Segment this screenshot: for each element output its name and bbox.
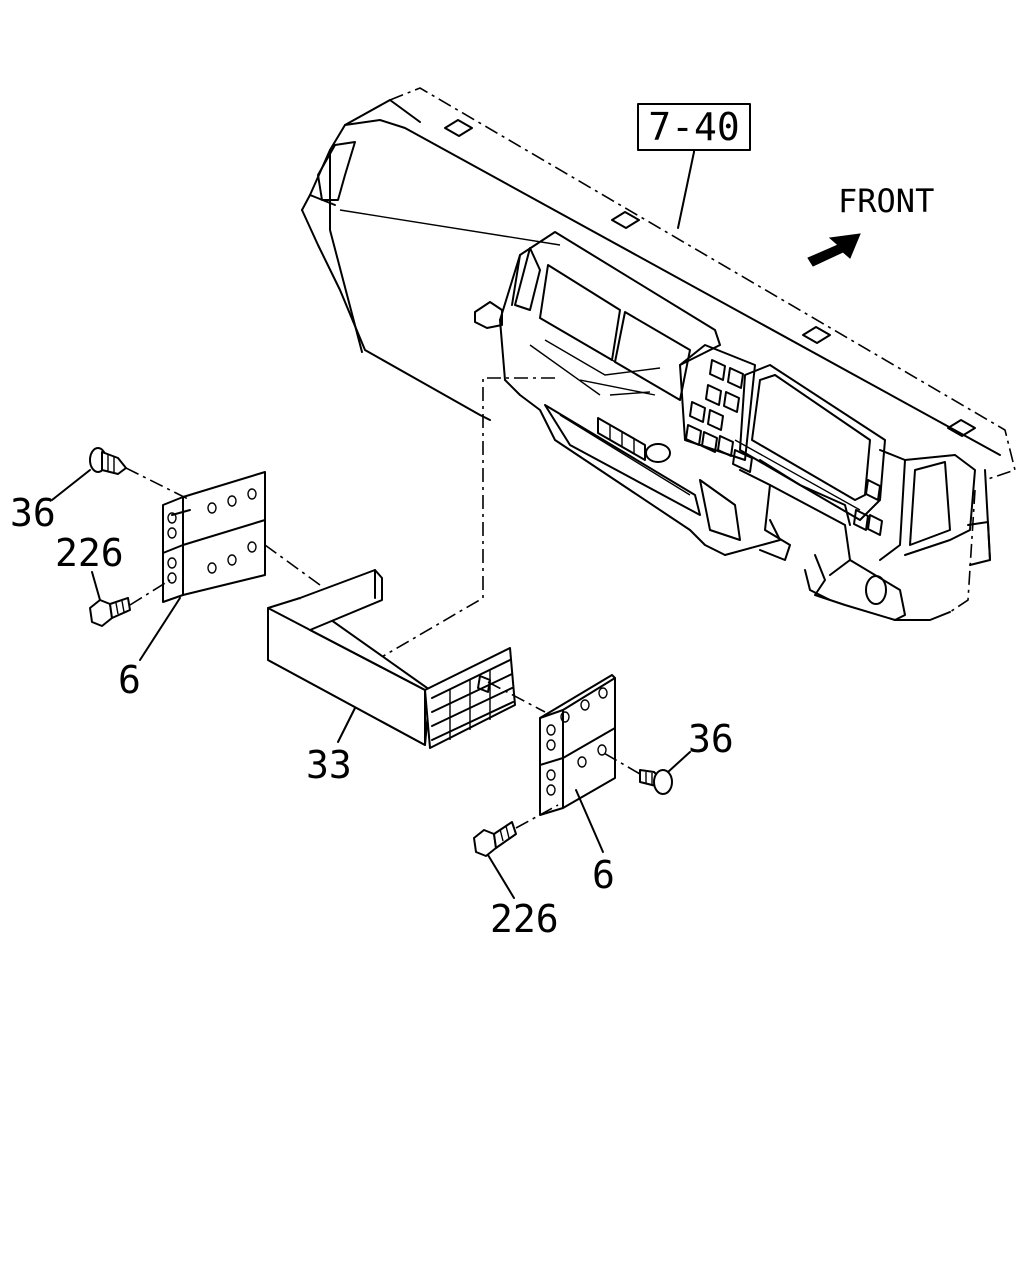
reference-callout: 7-40	[637, 103, 751, 229]
callout-pocket: 33	[306, 743, 352, 787]
callout-bracket-right-leader	[575, 789, 604, 853]
dashboard-assembly	[301, 87, 1016, 621]
callout-screw-left: 36	[10, 491, 56, 535]
callout-pocket-leader	[337, 707, 356, 743]
callout-bolt-left-leader	[91, 571, 101, 601]
callout-bolt-right-leader	[487, 854, 515, 899]
reference-leader	[677, 149, 695, 229]
install-location-leader	[379, 377, 555, 659]
front-label: FRONT	[838, 182, 934, 220]
callout-screw-left-leader	[51, 469, 91, 501]
reference-box	[637, 103, 751, 151]
bracket-right	[539, 674, 616, 816]
callout-screw-right: 36	[688, 717, 734, 761]
callout-screw-right-leader	[667, 751, 691, 773]
bracket-left-mount-line	[264, 544, 321, 586]
callout-bolt-right: 226	[490, 897, 559, 941]
pocket-mount-line	[487, 681, 546, 713]
callout-bracket-left-leader	[139, 597, 181, 661]
front-arrow-icon	[807, 233, 861, 267]
screw-right	[601, 751, 673, 795]
screw-left	[89, 447, 191, 501]
reference-box-label: 7-40	[648, 105, 740, 149]
callout-bracket-left: 6	[118, 658, 141, 702]
bracket-left	[162, 471, 266, 603]
callout-bracket-right: 6	[592, 853, 615, 897]
front-indicator: FRONT	[807, 182, 934, 267]
callout-bolt-left: 226	[55, 531, 124, 575]
bolt-left	[89, 579, 171, 627]
bolt-right	[473, 804, 559, 857]
pocket	[267, 569, 516, 749]
